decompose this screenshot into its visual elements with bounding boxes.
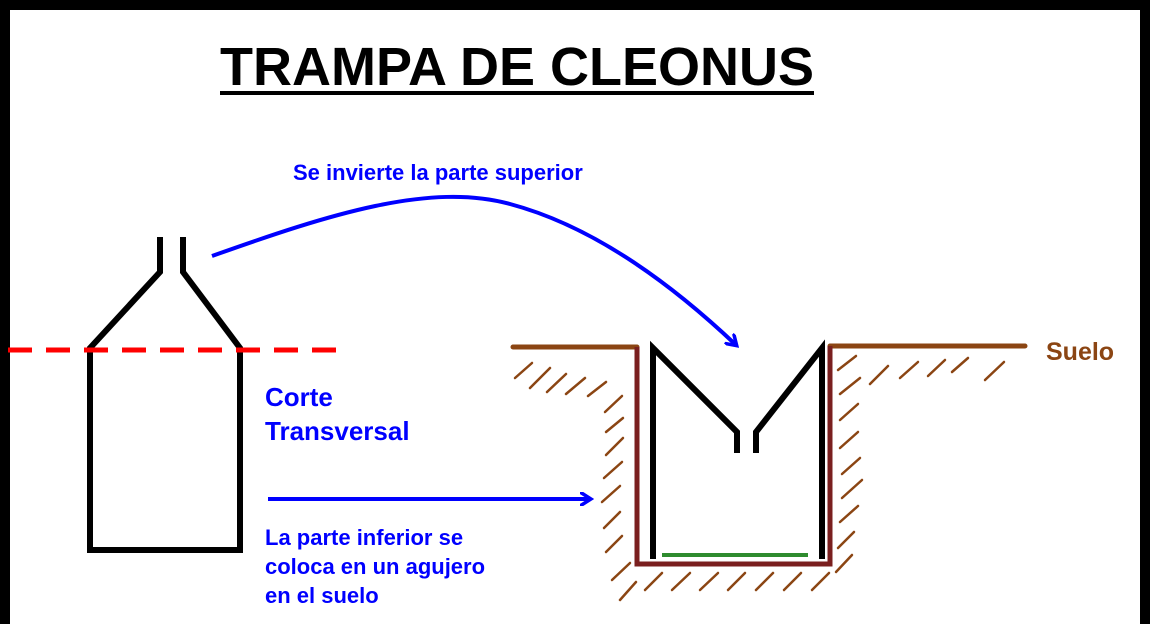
page-title: TRAMPA DE CLEONUS <box>220 37 814 97</box>
invert-arrow <box>211 194 736 345</box>
lower-part-annotation-line-3: en el suelo <box>265 583 379 608</box>
trap-body <box>650 339 825 559</box>
trap-left-side <box>650 340 740 559</box>
lower-part-annotation: La parte inferior se coloca en un agujer… <box>265 523 485 610</box>
lower-part-annotation-line-2: coloca en un agujero <box>265 554 486 579</box>
bottle-left-side <box>87 237 243 553</box>
invert-annotation: Se invierte la parte superior <box>293 160 583 185</box>
trap-right-side <box>753 339 825 559</box>
cross-section-label-line-2: Transversal <box>265 416 410 446</box>
hole-walls <box>634 346 833 567</box>
bottle-outline <box>87 237 243 553</box>
cross-section-label-line-1: Corte <box>265 382 333 412</box>
hole-outline <box>634 346 833 567</box>
ground-surface <box>510 343 1028 350</box>
soil-label: Suelo <box>1046 338 1115 366</box>
soil-hatching <box>513 354 1006 602</box>
cross-section-label: Corte Transversal <box>265 380 410 448</box>
lower-part-annotation-line-1: La parte inferior se <box>265 525 464 550</box>
